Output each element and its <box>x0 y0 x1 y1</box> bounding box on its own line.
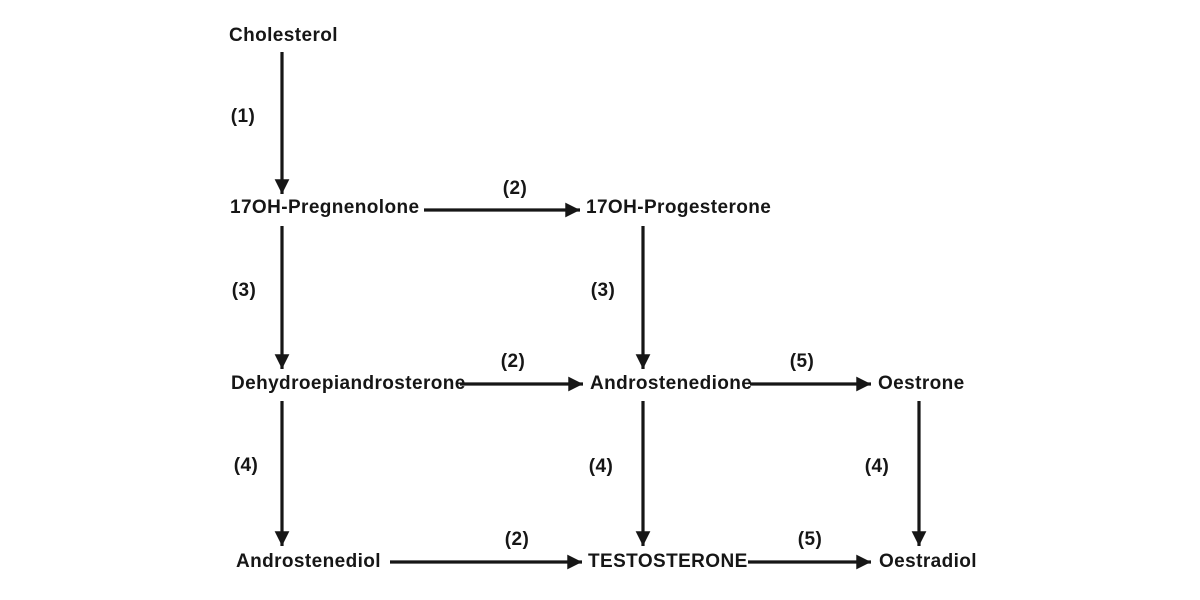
node-cholesterol: Cholesterol <box>229 25 338 46</box>
node-17oh-progesterone: 17OH-Progesterone <box>586 197 772 218</box>
node-oestrone: Oestrone <box>878 373 965 394</box>
edge-label-step-4-middle: (4) <box>588 456 614 477</box>
node-androstenediol: Androstenediol <box>236 551 381 572</box>
node-androstenedione: Androstenedione <box>590 373 753 394</box>
edge-label-step-2-row4: (2) <box>504 529 530 550</box>
edge-label-step-2-row3: (2) <box>500 351 526 372</box>
node-testosterone: TESTOSTERONE <box>588 551 748 572</box>
edge-label-step-4-right: (4) <box>864 456 890 477</box>
node-17oh-pregnenolone: 17OH-Pregnenolone <box>230 197 420 218</box>
edge-label-step-5-row4: (5) <box>797 529 823 550</box>
node-dehydroepiandrosterone: Dehydroepiandrosterone <box>231 373 466 394</box>
edge-label-step-2-row2: (2) <box>502 178 528 199</box>
edge-label-step-3-left: (3) <box>231 280 257 301</box>
edge-label-step-1: (1) <box>230 106 256 127</box>
edge-label-step-4-left: (4) <box>233 455 259 476</box>
node-oestradiol: Oestradiol <box>879 551 977 572</box>
edge-label-step-3-right: (3) <box>590 280 616 301</box>
edge-label-step-5-row3: (5) <box>789 351 815 372</box>
